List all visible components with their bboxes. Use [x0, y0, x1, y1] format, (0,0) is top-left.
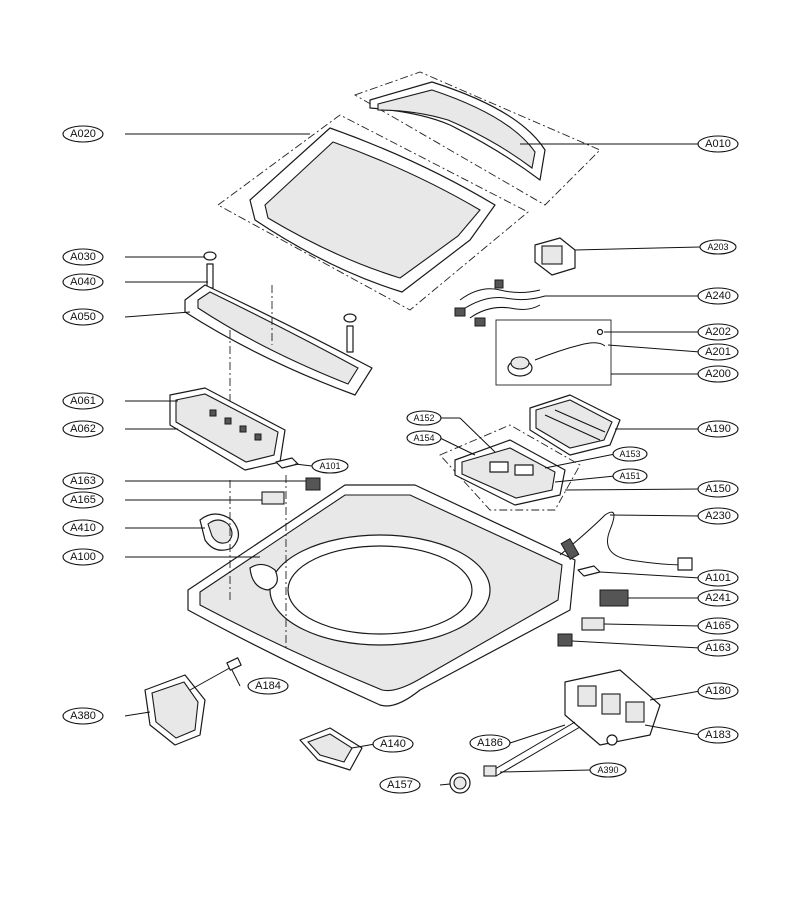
- callout-a163-right: A163: [697, 639, 739, 657]
- callout-a202: A202: [697, 323, 739, 341]
- svg-text:A150: A150: [705, 483, 731, 495]
- callout-a200: A200: [697, 365, 739, 383]
- callout-a101-left: A101: [311, 458, 349, 474]
- part-power-cord: [559, 511, 693, 571]
- svg-text:A186: A186: [477, 737, 503, 749]
- part-switch-right: [557, 633, 573, 647]
- callout-a203: A203: [699, 239, 737, 255]
- callout-a241: A241: [697, 589, 739, 607]
- part-hinge-bracket: [299, 727, 363, 771]
- callout-a380: A380: [62, 707, 104, 725]
- svg-text:A157: A157: [387, 779, 413, 791]
- svg-text:A202: A202: [705, 326, 731, 338]
- callout-a152: A152: [406, 410, 442, 426]
- part-top-cover: [187, 475, 576, 707]
- part-switch-left: [305, 477, 321, 491]
- part-pressure-sensor-group: [495, 319, 612, 386]
- callout-a163-left: A163: [62, 472, 104, 490]
- callout-a165-right: A165: [697, 617, 739, 635]
- part-noise-filter: [599, 589, 629, 607]
- part-inlet-hose: [483, 721, 581, 777]
- callout-a184: A184: [247, 677, 289, 695]
- callout-a100: A100: [62, 548, 104, 566]
- callout-a180: A180: [697, 682, 739, 700]
- callout-a165-left: A165: [62, 491, 104, 509]
- part-lever-right: [581, 617, 605, 631]
- svg-text:A180: A180: [705, 685, 731, 697]
- svg-text:A061: A061: [70, 395, 96, 407]
- part-gasket: [199, 513, 240, 551]
- callout-a154: A154: [406, 430, 442, 446]
- svg-text:A100: A100: [70, 551, 96, 563]
- part-dispenser-housing: [529, 394, 621, 456]
- part-glass-lid: [217, 114, 529, 311]
- callout-a010: A010: [697, 135, 739, 153]
- svg-text:A380: A380: [70, 710, 96, 722]
- callout-a062: A062: [62, 420, 104, 438]
- svg-text:A153: A153: [619, 449, 640, 459]
- callout-a410: A410: [62, 519, 104, 537]
- svg-text:A201: A201: [705, 346, 731, 358]
- callout-a101-right: A101: [697, 569, 739, 587]
- svg-text:A163: A163: [705, 642, 731, 654]
- callout-a151: A151: [612, 468, 648, 484]
- part-lid-frame: [353, 71, 601, 206]
- callout-a183: A183: [697, 726, 739, 744]
- svg-text:A390: A390: [597, 765, 618, 775]
- callout-a061: A061: [62, 392, 104, 410]
- svg-text:A184: A184: [255, 680, 281, 692]
- svg-text:A200: A200: [705, 368, 731, 380]
- callout-a186: A186: [469, 734, 511, 752]
- part-detergent-dispenser: [439, 424, 581, 511]
- part-wire-harness: [454, 279, 546, 327]
- leader-lines: [124, 133, 701, 786]
- callout-a240: A240: [697, 287, 739, 305]
- svg-text:A190: A190: [705, 423, 731, 435]
- callout-a140: A140: [372, 735, 414, 753]
- part-screw-left: [203, 251, 217, 292]
- callout-a190: A190: [697, 420, 739, 438]
- svg-text:A140: A140: [380, 738, 406, 750]
- svg-text:A183: A183: [705, 729, 731, 741]
- callout-a390: A390: [589, 762, 627, 778]
- part-bracket-cup: [144, 657, 242, 746]
- callout-a030: A030: [62, 248, 104, 266]
- callout-a020: A020: [62, 125, 104, 143]
- part-knob: [449, 772, 471, 794]
- callout-a150: A150: [697, 480, 739, 498]
- part-inlet-valves: [564, 669, 661, 746]
- svg-text:A241: A241: [705, 592, 731, 604]
- callout-a201: A201: [697, 343, 739, 361]
- callout-a230: A230: [697, 507, 739, 525]
- callout-a157: A157: [379, 776, 421, 794]
- part-damper-motor: [534, 237, 576, 276]
- svg-text:A101: A101: [705, 572, 731, 584]
- svg-text:A410: A410: [70, 522, 96, 534]
- svg-text:A163: A163: [70, 475, 96, 487]
- svg-text:A240: A240: [705, 290, 731, 302]
- svg-text:A050: A050: [70, 311, 96, 323]
- part-screw-right: [343, 313, 357, 353]
- svg-text:A020: A020: [70, 128, 96, 140]
- callout-a050: A050: [62, 308, 104, 326]
- part-lever-left: [261, 491, 285, 505]
- svg-text:A203: A203: [707, 242, 728, 252]
- svg-text:A230: A230: [705, 510, 731, 522]
- callout-a153: A153: [612, 446, 648, 462]
- svg-text:A151: A151: [619, 471, 640, 481]
- svg-text:A165: A165: [70, 494, 96, 506]
- svg-text:A010: A010: [705, 138, 731, 150]
- part-clip-right: [577, 565, 601, 577]
- part-control-panel-cover: [184, 284, 373, 420]
- svg-text:A101: A101: [319, 461, 340, 471]
- svg-text:A062: A062: [70, 423, 96, 435]
- svg-text:A030: A030: [70, 251, 96, 263]
- svg-text:A152: A152: [413, 413, 434, 423]
- callout-a040: A040: [62, 273, 104, 291]
- svg-text:A154: A154: [413, 433, 434, 443]
- part-pcb-assembly: [169, 387, 286, 471]
- svg-text:A165: A165: [705, 620, 731, 632]
- svg-text:A040: A040: [70, 276, 96, 288]
